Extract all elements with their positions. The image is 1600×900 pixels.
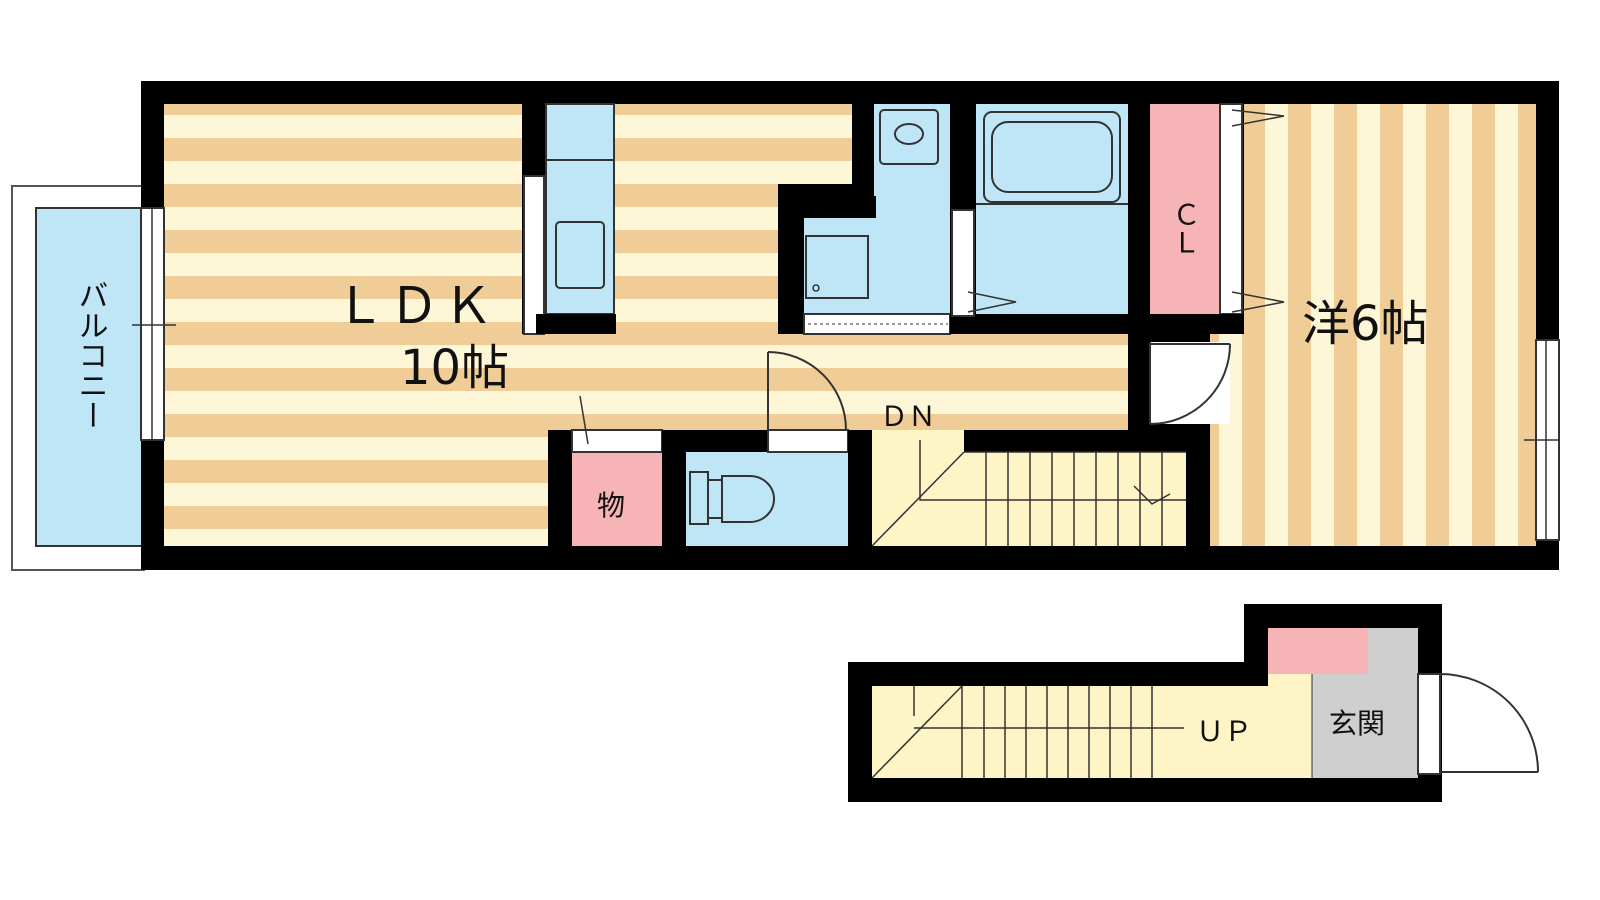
storage-room: [548, 395, 686, 546]
stair-treads-lower: [983, 686, 1153, 778]
entrance-door: [1417, 673, 1539, 775]
western-room-door: [1128, 334, 1231, 430]
ldk-label: ＬＤＫ: [335, 277, 497, 335]
closet-label: ＣＬ: [1169, 200, 1202, 256]
washing-machine-pan-icon: [805, 235, 869, 299]
bathtub-icon: [983, 111, 1121, 203]
right-window: [1524, 339, 1560, 541]
bathroom: [967, 104, 1244, 334]
washroom: [778, 104, 976, 335]
closet: [1128, 103, 1285, 334]
kitchen-counter: [522, 103, 616, 335]
balcony: [11, 185, 145, 571]
balcony-label: バルコニー: [73, 280, 108, 430]
stairs-down: [871, 430, 1208, 547]
western-room-floor-lower: [1210, 334, 1536, 546]
lower-floor: [848, 604, 1539, 802]
washbasin-icon: [879, 109, 939, 165]
storage-label: 物: [597, 489, 625, 522]
western-room-label: 洋6帖: [1302, 296, 1429, 352]
entrance-label: 玄関: [1329, 707, 1385, 740]
toilet-icon: [689, 471, 775, 525]
ldk-size-label: 10帖: [400, 340, 509, 396]
balcony-window: [132, 207, 176, 441]
stairs-down-label: ＤＮ: [880, 400, 936, 433]
ldk-floor: [164, 104, 1130, 546]
toilet-room: [686, 351, 872, 546]
stairs-up-label: ＵＰ: [1196, 715, 1252, 748]
kitchen-counter-icon: [555, 221, 605, 289]
